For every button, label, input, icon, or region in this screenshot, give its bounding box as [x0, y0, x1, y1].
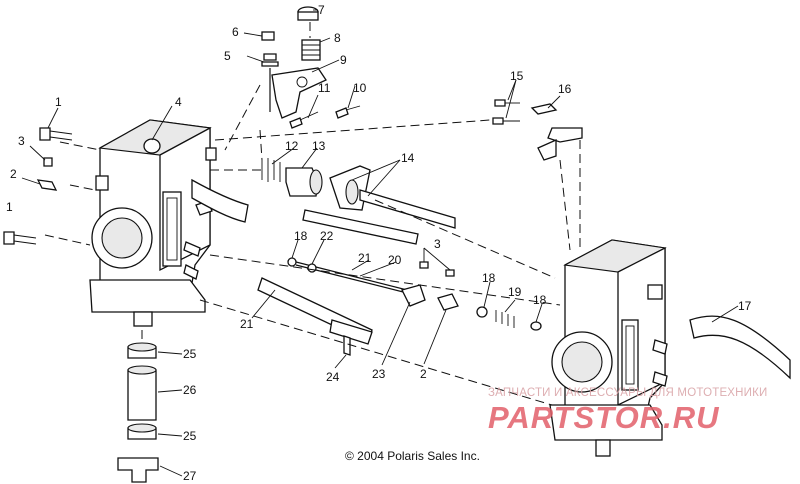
callout-18-right: 18 — [533, 293, 547, 307]
callout-19: 19 — [508, 285, 522, 299]
fuel-tube-17 — [689, 315, 791, 380]
callout-8: 8 — [334, 31, 341, 45]
callout-2-left: 2 — [10, 167, 17, 181]
left-fasteners — [3, 127, 73, 245]
callout-25-upper: 25 — [183, 347, 197, 361]
callout-22: 22 — [320, 229, 334, 243]
callout-5: 5 — [224, 49, 231, 63]
callout-3-center: 3 — [434, 237, 441, 251]
callout-26: 26 — [183, 383, 197, 397]
callout-1-left: 1 — [6, 200, 13, 214]
callout-21-lower: 21 — [240, 317, 254, 331]
callout-21-upper: 21 — [358, 251, 372, 265]
callout-6: 6 — [232, 25, 239, 39]
callout-18-center: 18 — [482, 271, 496, 285]
callout-1-top: 1 — [55, 95, 62, 109]
callout-17: 17 — [738, 299, 752, 313]
callout-24: 24 — [326, 370, 340, 384]
leader-lines — [21, 9, 739, 477]
callout-18-left: 18 — [294, 229, 308, 243]
callout-12: 12 — [285, 139, 299, 153]
watermark-logo-text: PARTSTOR.RU — [488, 400, 720, 435]
callout-11: 11 — [318, 81, 331, 95]
callout-15: 15 — [510, 69, 524, 83]
bottom-fuel-parts — [117, 330, 159, 483]
callout-13: 13 — [312, 139, 326, 153]
callout-numbers: 1 1 2 2 3 3 4 5 6 7 8 9 10 11 12 13 14 1… — [6, 3, 752, 483]
callout-14: 14 — [401, 151, 415, 165]
callout-20: 20 — [388, 253, 402, 267]
callout-27: 27 — [183, 469, 197, 483]
callout-4: 4 — [175, 95, 182, 109]
partstor-watermark: ЗАПЧАСТИ И АКСЕССУАРЫ ДЛЯ МОТОТЕХНИКИ PA… — [488, 387, 768, 435]
callout-10: 10 — [353, 81, 367, 95]
callout-3-left: 3 — [18, 134, 25, 148]
callout-7: 7 — [318, 3, 325, 17]
callout-23: 23 — [372, 367, 386, 381]
callout-16: 16 — [558, 82, 572, 96]
right-carburetor — [549, 239, 668, 457]
callout-2-center: 2 — [420, 367, 427, 381]
copyright-notice: © 2004 Polaris Sales Inc. — [345, 449, 480, 463]
center-parts — [44, 119, 561, 406]
left-carburetor — [89, 119, 249, 327]
callout-25-lower: 25 — [183, 429, 197, 443]
throttle-parts — [224, 6, 361, 151]
callout-9: 9 — [340, 53, 347, 67]
right-linkage — [492, 99, 583, 251]
watermark-tagline: ЗАПЧАСТИ И АКСЕССУАРЫ ДЛЯ МОТОТЕХНИКИ — [488, 387, 768, 399]
